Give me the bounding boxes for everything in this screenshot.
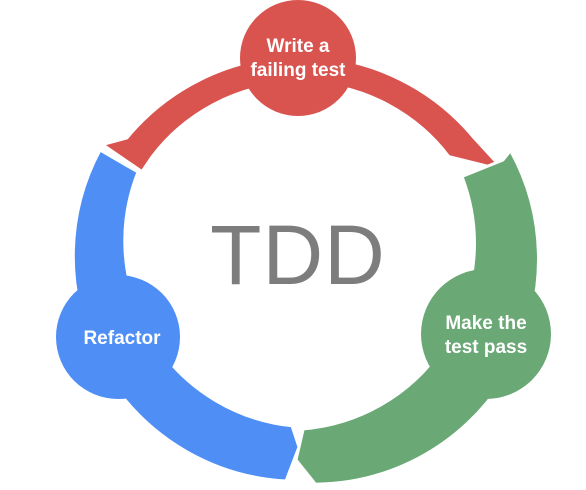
stage-refactor: Refactor bbox=[56, 148, 301, 483]
stage-node-make-test-pass bbox=[421, 269, 551, 399]
stage-label-make-test-pass-line1: Make the bbox=[445, 313, 526, 334]
stage-write-failing-test: Write a failing test bbox=[100, 0, 499, 174]
center-title: TDD bbox=[210, 208, 386, 302]
stage-label-write-failing-test-line2: failing test bbox=[250, 60, 346, 81]
stage-node-refactor bbox=[56, 275, 180, 399]
stage-node-write-failing-test bbox=[240, 0, 356, 116]
stage-label-make-test-pass-line2: test pass bbox=[445, 337, 527, 358]
stage-label-refactor: Refactor bbox=[83, 328, 161, 349]
stage-make-test-pass: Make the test pass bbox=[294, 149, 551, 486]
stage-label-write-failing-test-line1: Write a bbox=[266, 36, 329, 57]
